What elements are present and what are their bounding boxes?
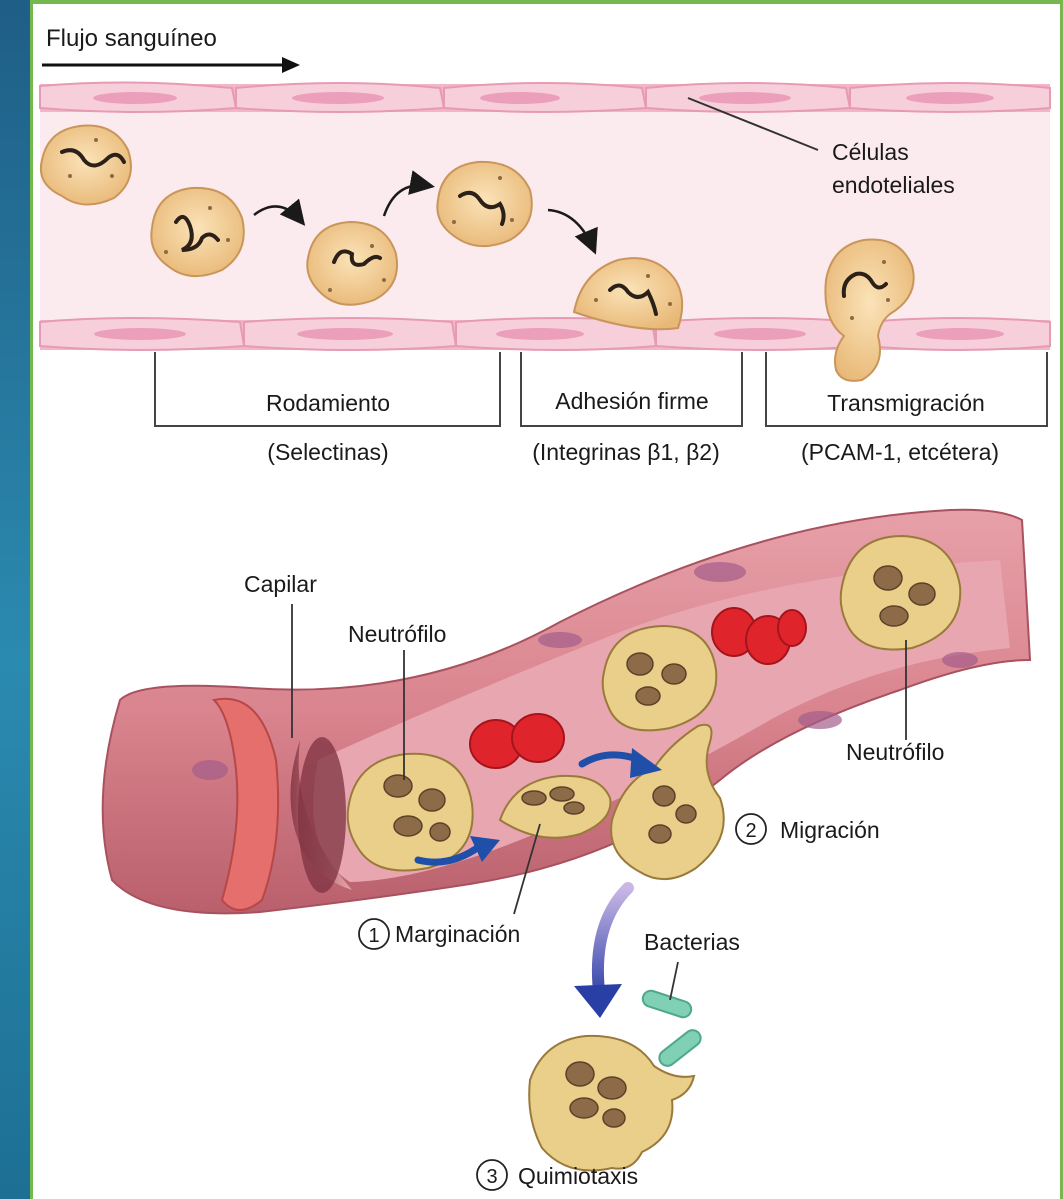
neutrophil-label-inner: Neutrófilo — [348, 621, 446, 647]
stage-transmigration-label: Transmigración — [827, 390, 985, 416]
step-migration: 2 Migración — [736, 814, 880, 844]
stage-rolling-label: Rodamiento — [266, 390, 390, 416]
flow-arrow-icon — [42, 57, 300, 73]
stage-transmigration-molecules: (PCAM-1, etcétera) — [801, 439, 999, 465]
bottom-capillary-diagram: Capilar Neutrófilo Neutrófilo Bacterias … — [103, 510, 1030, 1190]
stage-rolling-molecules: (Selectinas) — [267, 439, 388, 465]
endothelial-label-line1: Células — [832, 139, 909, 165]
stage-adhesion-molecules: (Integrinas β1, β2) — [532, 439, 720, 465]
top-rolling-diagram: Flujo sanguíneo — [40, 25, 1050, 465]
step-3-number: 3 — [486, 1166, 497, 1188]
step-3-label: Quimiotaxis — [518, 1163, 638, 1189]
step-margination: 1 Marginación — [359, 919, 520, 949]
neutrophil-free — [41, 126, 131, 205]
stage-adhesion-label: Adhesión firme — [555, 388, 708, 414]
step-2-label: Migración — [780, 817, 880, 843]
capillary-label: Capilar — [244, 571, 317, 597]
chemotaxis-arrow-icon — [574, 888, 628, 1018]
neutrophil-in-lumen — [348, 754, 473, 871]
neutrophil-rolling-1 — [151, 188, 243, 276]
neutrophil-background-1 — [603, 626, 717, 730]
bacteria-icon — [641, 989, 704, 1069]
neutrophil-label-outer: Neutrófilo — [846, 739, 944, 765]
bacteria-label: Bacterias — [644, 929, 740, 955]
step-chemotaxis: 3 Quimiotaxis — [477, 1160, 638, 1190]
flow-label: Flujo sanguíneo — [46, 25, 217, 52]
endothelium-bottom-wall — [40, 318, 1050, 350]
endothelial-label-line2: endoteliales — [832, 172, 955, 198]
endothelium-top-wall — [40, 82, 1050, 112]
neutrophil-background-2 — [841, 536, 961, 650]
step-2-number: 2 — [745, 820, 756, 842]
step-1-label: Marginación — [395, 921, 520, 947]
step-1-number: 1 — [368, 925, 379, 947]
